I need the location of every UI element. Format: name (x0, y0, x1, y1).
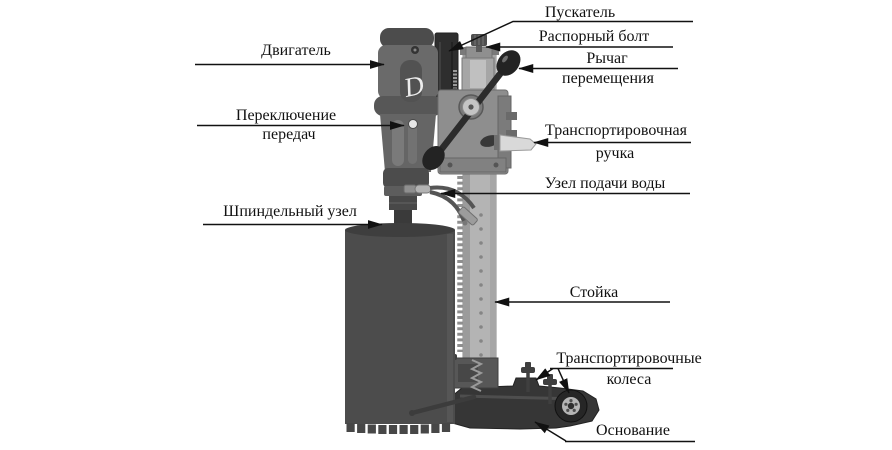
transport-handle-part (480, 134, 537, 152)
leader-base-arrow (534, 421, 567, 442)
core-bit-part (345, 223, 455, 434)
leader-lines (195, 20, 695, 443)
label-gear-shift-line1: Переключение (235, 107, 337, 124)
label-transport-handle-line1: Транспортировочная (545, 122, 687, 139)
leveling-bolts (521, 362, 557, 404)
support-rod (409, 394, 477, 416)
label-feed-lever-line2: перемещения (562, 70, 654, 87)
label-starter: Пускатель (544, 4, 616, 21)
logo-band (400, 60, 422, 102)
leader-wheels-arrow-a (535, 367, 554, 381)
column-holes (479, 213, 483, 357)
label-transport-handle-line2: ручка (595, 145, 635, 162)
label-motor: Двигатель (261, 42, 331, 59)
gear-switch-knob (408, 119, 418, 129)
spring-part (469, 359, 484, 392)
label-spindle-unit: Шпиндельный узел (223, 203, 357, 220)
label-gear-shift-line2: передач (262, 126, 316, 143)
feed-lever-part (422, 50, 521, 170)
drill-bit-teeth (346, 423, 451, 434)
machine-illustration: D (345, 28, 600, 434)
label-water-supply: Узел подачи воды (544, 175, 666, 192)
label-transport-wheels-line1: Транспортировочные (556, 350, 702, 367)
leader-starter (448, 20, 693, 52)
label-feed-lever-line1: Рычаг (586, 50, 628, 67)
water-supply-part (403, 184, 478, 226)
wheel-part (554, 389, 588, 423)
label-transport-wheels-line2: колеса (606, 371, 652, 388)
label-spacer-bolt: Распорный болт (538, 28, 650, 45)
label-column: Стойка (569, 284, 619, 301)
leader-wheels-arrow-b (557, 368, 570, 394)
label-base: Основание (596, 422, 670, 439)
